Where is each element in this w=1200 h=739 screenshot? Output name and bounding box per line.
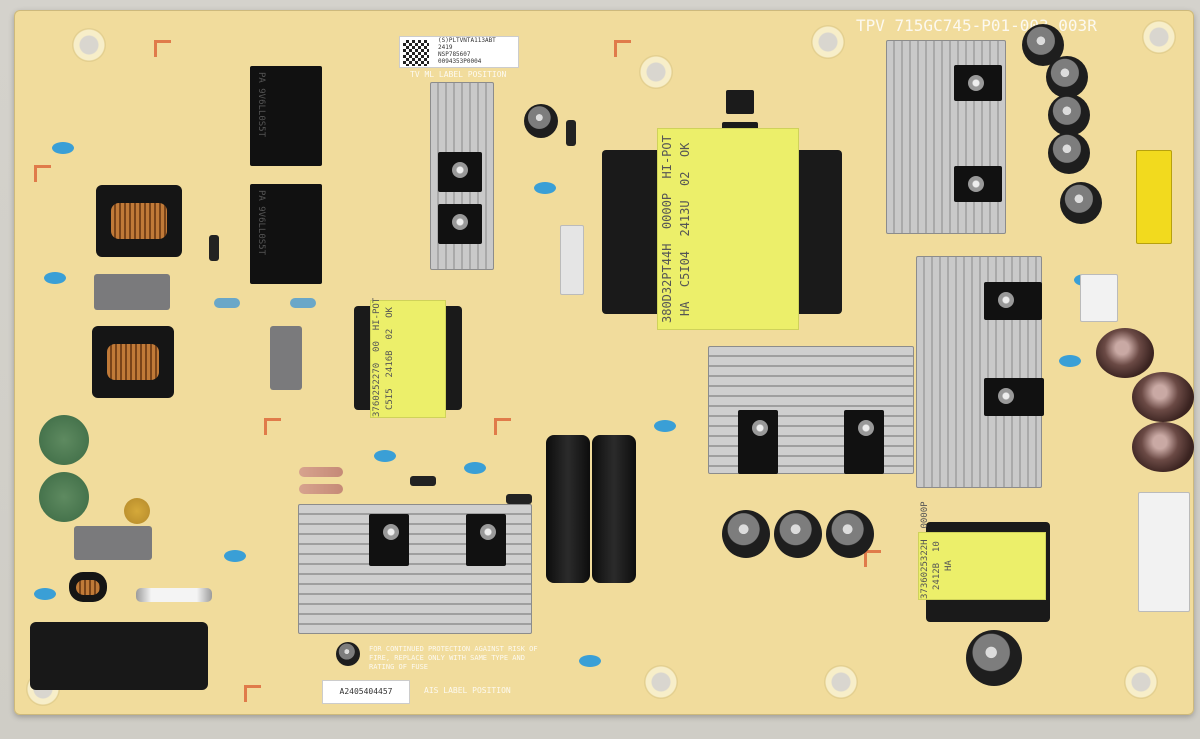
transformer-label-tape: 3760252270 00 HI-POT C5I5 2416B 02 OK [370,298,446,418]
electrolytic-capacitor [1048,132,1090,174]
mounting-hole [644,665,678,699]
mosfet [844,410,884,474]
ais-label-position-text: AIS LABEL POSITION [424,686,511,695]
ceramic-resistor [560,225,584,295]
mosfet [466,514,506,566]
electrolytic-capacitor [1132,372,1194,422]
bridge-text: PA 9V6LL0S5T [256,72,266,138]
resistor [290,298,316,308]
serial-sticker: A2405404457 [322,680,410,704]
white-component [1080,274,1118,322]
common-mode-choke [92,326,174,398]
caution-text: FOR CONTINUED PROTECTION AGAINST RISK OF… [369,645,538,671]
optocoupler [726,90,754,114]
mounting-hole [1142,20,1176,54]
diode [566,120,576,146]
silkscreen-mark [494,418,511,435]
transformer-label-tape: 380D32PT44H 0000P HI-POT HA C5I04 2413U … [657,128,799,330]
y-capacitor [44,272,66,284]
silkscreen-mark [244,685,261,702]
ceramic-capacitor [124,498,150,524]
resistor [214,298,240,308]
ac-input-socket [30,622,208,690]
silkscreen-mark [34,165,51,182]
output-connector [1138,492,1190,612]
bridge-rectifier: PA 9V6LL0S5T [250,184,322,284]
mounting-hole [1124,665,1158,699]
electrolytic-capacitor [1096,328,1154,378]
bulk-capacitor [546,435,590,583]
y-capacitor [1059,355,1081,367]
common-mode-choke [96,185,182,257]
qr-label: (S)PLTVNTA113ABT 2419 NSP785607 0094353P… [399,36,519,68]
transformer-label-tape: 3736025322H 0000P 2412B 10 HA [918,501,1046,600]
x-capacitor [270,326,302,390]
qr-line: 0094353P0004 [438,58,482,65]
y-capacitor [579,655,601,667]
varistor [39,472,89,522]
y-capacitor [534,182,556,194]
x-capacitor [94,274,170,310]
electrolytic-capacitor [826,510,874,558]
qr-code-icon [403,40,429,66]
electrolytic-capacitor [1046,56,1088,98]
y-capacitor [52,142,74,154]
x-capacitor [74,526,152,560]
tv-label-position-text: TV ML LABEL POSITION [410,70,507,79]
qr-line: (S)PLTVNTA113ABT [438,37,496,44]
mosfet [954,65,1002,101]
mosfet [738,410,778,474]
silkscreen-mark [154,40,171,57]
mounting-hole [639,55,673,89]
small-inductor [69,572,107,602]
mounting-hole [72,28,106,62]
electrolytic-capacitor [1132,422,1194,472]
resistor [299,467,343,477]
diode [209,235,219,261]
silkscreen-mark [264,418,281,435]
electrolytic-capacitor [966,630,1022,686]
qr-line: 2419 [438,44,453,51]
qr-line: NSP785607 [438,51,471,58]
electrolytic-capacitor [722,510,770,558]
electrolytic-capacitor [336,642,360,666]
diode [506,494,532,504]
y-capacitor [374,450,396,462]
board-model-silkscreen: TPV 715GC745-P01-003 003R [856,16,1097,35]
y-capacitor [34,588,56,600]
power-supply-board: TPV 715GC745-P01-003 003R (S)PLTVNTA113A… [14,10,1194,715]
electrolytic-capacitor [774,510,822,558]
fuse [136,588,212,602]
resistor [299,484,343,494]
mosfet [438,152,482,192]
mosfet [954,166,1002,202]
mounting-hole [811,25,845,59]
mosfet [369,514,409,566]
diode [410,476,436,486]
mounting-hole [824,665,858,699]
bridge-rectifier: PA 9V6LL0S5T [250,66,322,166]
silkscreen-mark [864,550,881,567]
yellow-connector [1136,150,1172,244]
y-capacitor [464,462,486,474]
silkscreen-mark [614,40,631,57]
bulk-capacitor [592,435,636,583]
electrolytic-capacitor [1060,182,1102,224]
mosfet [984,282,1042,320]
mosfet [984,378,1044,416]
bridge-text: PA 9V6LL0S5T [256,190,266,256]
y-capacitor [654,420,676,432]
y-capacitor [224,550,246,562]
electrolytic-capacitor [524,104,558,138]
mosfet [438,204,482,244]
varistor [39,415,89,465]
electrolytic-capacitor [1048,94,1090,136]
